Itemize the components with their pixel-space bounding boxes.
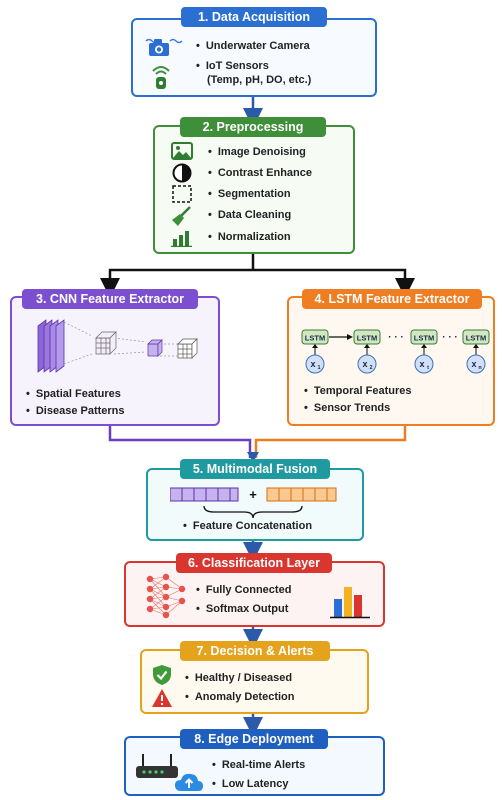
step2-item-denoising: Image Denoising xyxy=(208,146,306,159)
step4-title: 4. LSTM Feature Extractor xyxy=(302,289,482,309)
lstm-cell-2-label: LSTM xyxy=(357,334,377,343)
step4-item-temporal: Temporal Features xyxy=(304,385,412,398)
step1-item-sensors: IoT Sensors xyxy=(196,60,269,73)
segmentation-icon xyxy=(172,185,192,203)
step2-item-cleaning: Data Cleaning xyxy=(208,209,291,222)
step2-item-normalization: Normalization xyxy=(208,231,291,244)
neural-network-icon xyxy=(146,573,186,619)
fusion-plus: + xyxy=(249,487,257,502)
contrast-icon xyxy=(172,163,192,183)
step3-title: 3. CNN Feature Extractor xyxy=(22,289,198,309)
lstm-ellipsis-1: · · · xyxy=(388,332,404,343)
lstm-input-t: x xyxy=(419,359,424,369)
step6-item-softmax: Softmax Output xyxy=(196,603,289,616)
step7-item-healthy-diseased: Healthy / Diseased xyxy=(185,672,292,685)
warning-icon xyxy=(152,689,172,707)
softmax-bar-chart-icon xyxy=(330,587,370,619)
shield-check-icon xyxy=(153,665,171,685)
step8-title: 8. Edge Deployment xyxy=(180,729,328,749)
step5-item-concatenation: Feature Concatenation xyxy=(183,520,312,533)
step7-item-anomaly: Anomaly Detection xyxy=(185,691,295,704)
feature-vectors-diagram: + xyxy=(170,487,337,519)
step1-title: 1. Data Acquisition xyxy=(181,7,327,27)
cloud-upload-icon xyxy=(175,773,203,791)
arrow-split-left xyxy=(100,268,253,298)
step6-title: 6. Classification Layer xyxy=(176,553,332,573)
step1-item-camera: Underwater Camera xyxy=(196,40,310,53)
lstm-input-1: x xyxy=(310,359,315,369)
sensor-icon xyxy=(152,66,170,89)
step2-item-segmentation: Segmentation xyxy=(208,188,291,201)
arrow-split-right xyxy=(253,268,415,298)
step8-item-latency: Low Latency xyxy=(212,778,289,791)
cnn-layers-icon xyxy=(37,319,198,373)
step8-item-realtime: Real-time Alerts xyxy=(212,759,305,772)
lstm-input-1-sub: 1 xyxy=(317,365,320,371)
lstm-input-n-sub: n xyxy=(478,365,482,371)
lstm-chain-diagram: LSTM LSTM LSTM LSTM · · · · · · x 1 x 2 … xyxy=(301,329,490,374)
lstm-cell-1-label: LSTM xyxy=(305,334,325,343)
lstm-input-2-sub: 2 xyxy=(369,365,372,371)
lstm-ellipsis-2: · · · xyxy=(442,332,458,343)
router-icon xyxy=(136,754,178,778)
step2-item-contrast: Contrast Enhance xyxy=(208,167,312,180)
step7-title: 7. Decision & Alerts xyxy=(180,641,330,661)
step1-item-sensors-detail: (Temp, pH, DO, etc.) xyxy=(207,74,312,86)
arrow-lstm-merge xyxy=(254,426,407,458)
lstm-cell-t-label: LSTM xyxy=(414,334,434,343)
step1-box xyxy=(131,18,377,97)
camera-icon xyxy=(145,38,183,56)
bar-chart-icon xyxy=(171,231,192,247)
lstm-input-2: x xyxy=(362,359,367,369)
lstm-input-n: x xyxy=(471,359,476,369)
image-icon xyxy=(171,142,193,160)
step3-item-disease: Disease Patterns xyxy=(26,405,125,418)
step3-item-spatial: Spatial Features xyxy=(26,388,121,401)
step2-title: 2. Preprocessing xyxy=(180,117,326,137)
step6-item-fully-connected: Fully Connected xyxy=(196,584,292,597)
step5-title: 5. Multimodal Fusion xyxy=(180,459,330,479)
broom-icon xyxy=(172,206,191,226)
lstm-cell-n-label: LSTM xyxy=(466,334,486,343)
lstm-input-t-sub: t xyxy=(427,365,429,371)
step4-item-sensor-trends: Sensor Trends xyxy=(304,402,390,415)
arrow-cnn-merge xyxy=(108,426,252,458)
